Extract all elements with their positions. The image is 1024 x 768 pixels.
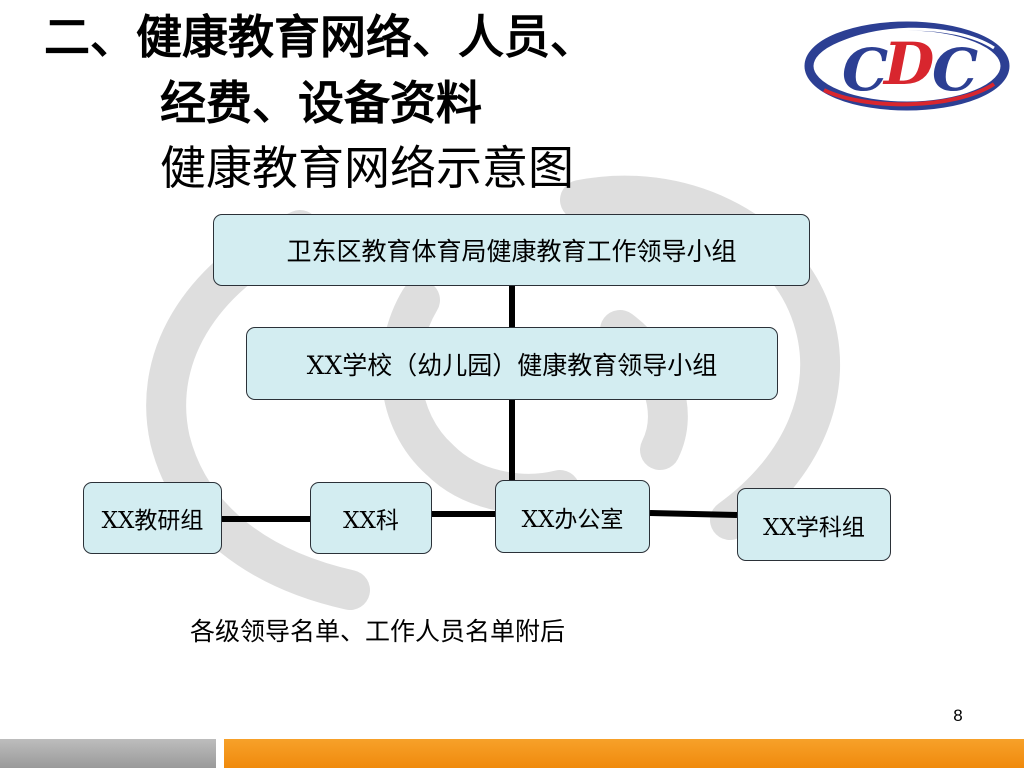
cdc-logo: C D C bbox=[804, 21, 1010, 111]
node-teaching-research-group: XX教研组 bbox=[83, 482, 222, 554]
node-school-leading-group-label: XX学校（幼儿园）健康教育领导小组 bbox=[306, 350, 718, 380]
slide-note: 各级领导名单、工作人员名单附后 bbox=[190, 617, 566, 646]
slide-title-line-1: 二、健康教育网络、人员、 bbox=[44, 10, 596, 64]
node-department: XX科 bbox=[310, 482, 432, 554]
node-subject-group: XX学科组 bbox=[737, 488, 891, 561]
node-office-label: XX办公室 bbox=[521, 506, 624, 533]
node-office: XX办公室 bbox=[495, 480, 650, 553]
svg-text:C: C bbox=[932, 36, 978, 104]
footer-bar-orange bbox=[224, 739, 1024, 768]
node-department-label: XX科 bbox=[343, 508, 399, 534]
connector-office-xueke bbox=[649, 510, 738, 518]
slide-subtitle: 健康教育网络示意图 bbox=[160, 141, 574, 195]
page-number: 8 bbox=[953, 706, 963, 725]
node-teaching-research-group-label: XX教研组 bbox=[101, 508, 204, 534]
node-district-leading-group-label: 卫东区教育体育局健康教育工作领导小组 bbox=[286, 237, 737, 266]
footer-bar-gray bbox=[0, 739, 216, 768]
slide-title-line-2: 经费、设备资料 bbox=[160, 76, 482, 130]
node-school-leading-group: XX学校（幼儿园）健康教育领导小组 bbox=[246, 327, 778, 400]
node-subject-group-label: XX学科组 bbox=[763, 514, 865, 541]
svg-text:C: C bbox=[842, 36, 888, 104]
svg-text:D: D bbox=[882, 30, 934, 98]
node-district-leading-group: 卫东区教育体育局健康教育工作领导小组 bbox=[213, 214, 810, 286]
